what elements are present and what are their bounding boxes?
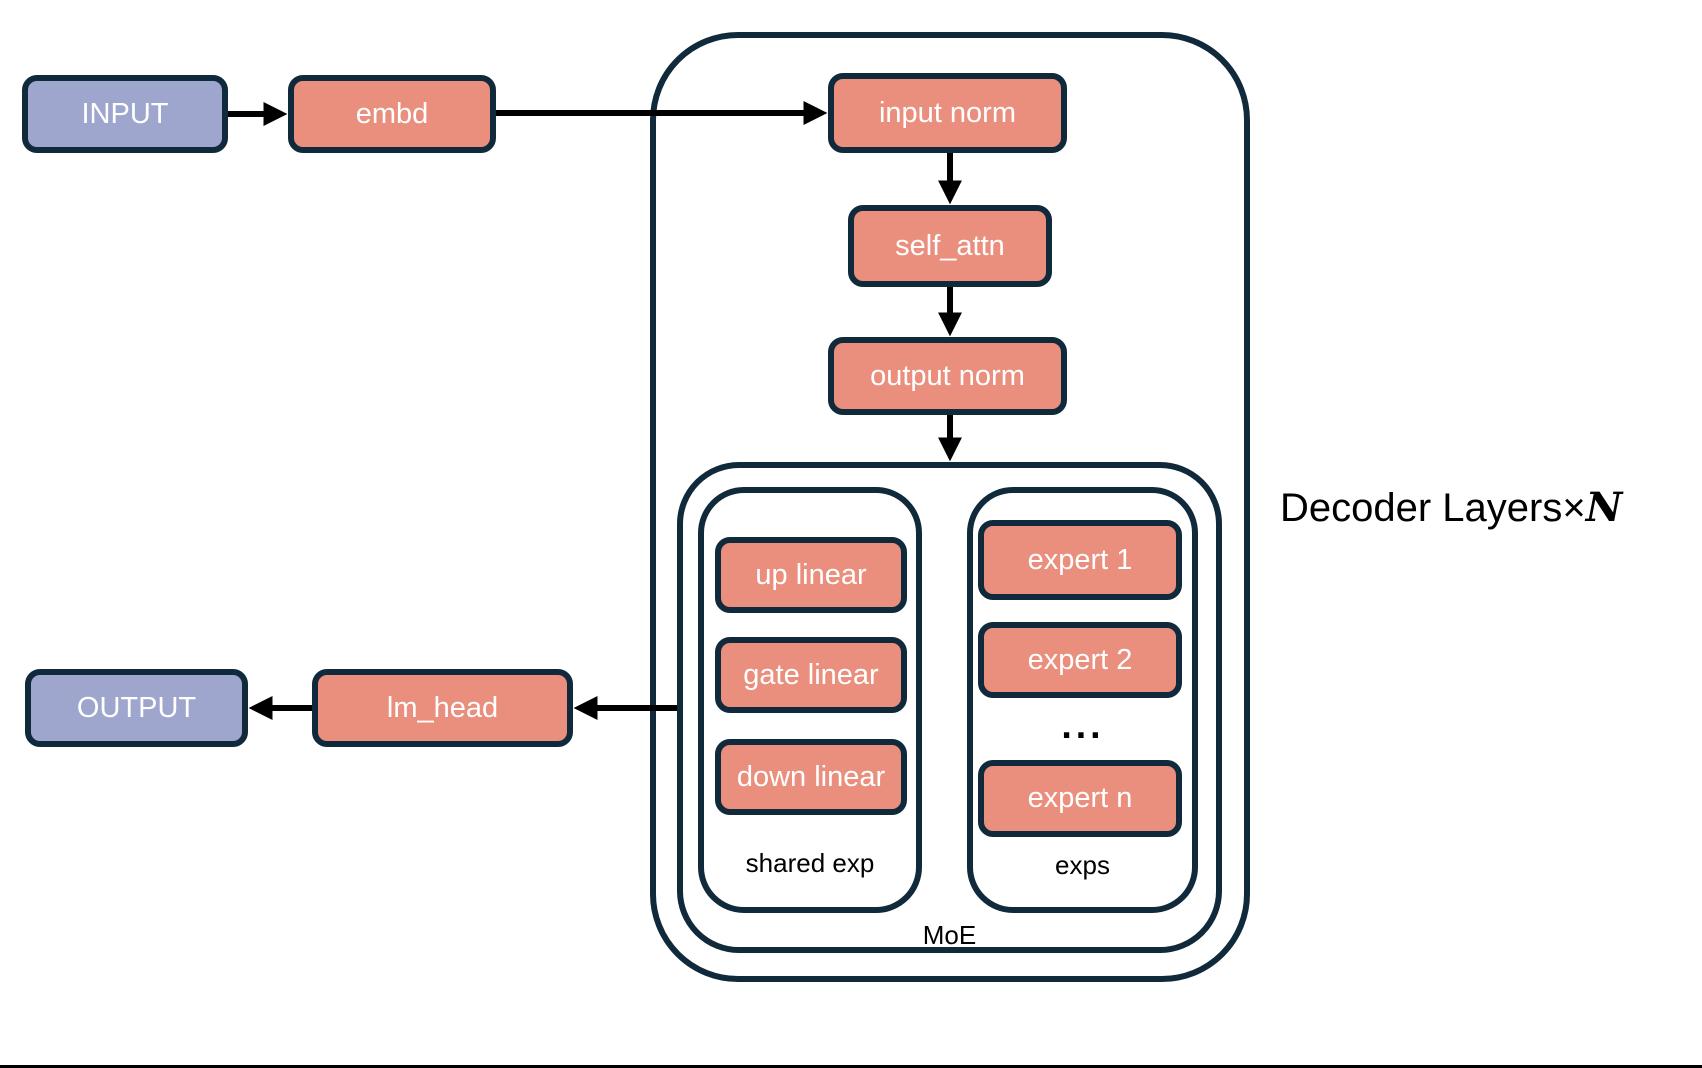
- expert-2-node: expert 2: [978, 622, 1182, 698]
- moe-label: MoE: [922, 920, 977, 950]
- shared-exp-label: shared exp: [745, 848, 875, 878]
- expert-1-label: expert 1: [1027, 543, 1133, 576]
- up-linear-node: up linear: [715, 537, 907, 613]
- exps-group: [967, 487, 1198, 913]
- lm-head-node: lm_head: [312, 669, 573, 747]
- up-linear-label: up linear: [755, 558, 867, 591]
- decoder-layers-annotation: Decoder Layers×N: [1280, 486, 1622, 530]
- down-linear-node: down linear: [715, 739, 907, 815]
- gate-linear-label: gate linear: [743, 658, 879, 691]
- bottom-window-edge: [0, 1065, 1702, 1068]
- self-attn-node: self_attn: [848, 205, 1052, 287]
- self-attn-label: self_attn: [895, 229, 1005, 262]
- output-norm-node: output norm: [828, 337, 1067, 415]
- exps-label: exps: [1055, 850, 1110, 880]
- experts-ellipsis: ...: [1060, 711, 1105, 746]
- down-linear-label: down linear: [736, 760, 886, 793]
- expert-n-label: expert n: [1027, 782, 1133, 814]
- embd-label: embd: [355, 97, 429, 130]
- input-label: INPUT: [81, 97, 169, 130]
- input-norm-node: input norm: [828, 73, 1067, 153]
- embd-node: embd: [288, 75, 496, 153]
- gate-linear-node: gate linear: [715, 637, 907, 713]
- lm-head-label: lm_head: [386, 691, 499, 724]
- input-norm-label: input norm: [878, 96, 1016, 129]
- output-label: OUTPUT: [76, 691, 197, 724]
- moe-container: [677, 462, 1222, 953]
- shared-exp-group: [698, 487, 922, 913]
- expert-n-node: expert n: [978, 760, 1182, 837]
- expert-1-node: expert 1: [978, 520, 1182, 600]
- input-node: INPUT: [22, 75, 228, 153]
- decoder-layers-n: N: [1585, 484, 1623, 531]
- expert-2-label: expert 2: [1027, 643, 1133, 676]
- decoder-layers-container: [650, 32, 1250, 982]
- output-node: OUTPUT: [25, 669, 248, 747]
- decoder-layers-text: Decoder Layers×: [1280, 486, 1586, 530]
- output-norm-label: output norm: [870, 359, 1025, 392]
